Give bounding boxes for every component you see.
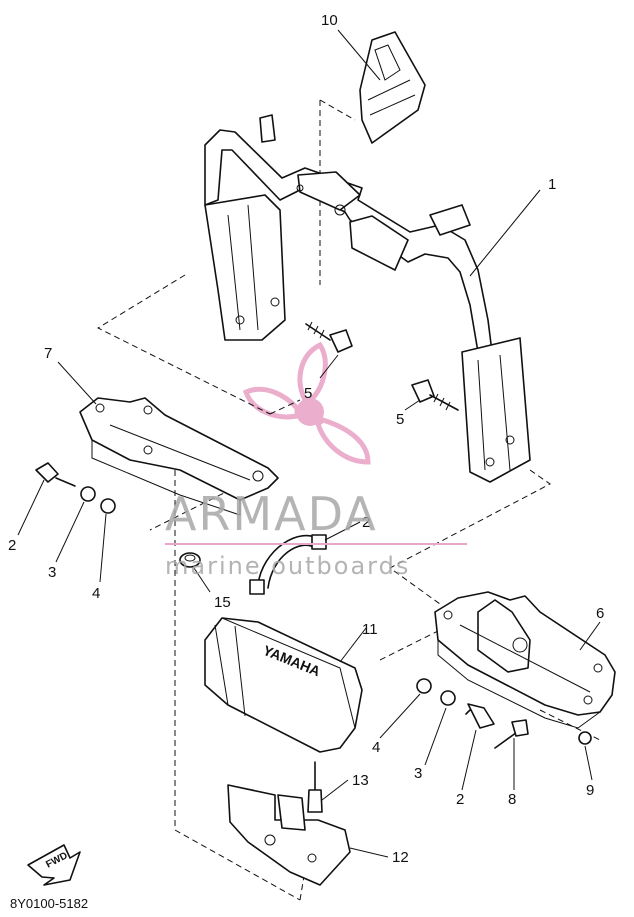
watermark-subtitle: marine outboards xyxy=(165,552,410,580)
callout-7: 7 xyxy=(44,345,52,362)
part-4-washer-right xyxy=(416,678,432,694)
callout-2-left: 2 xyxy=(8,537,16,554)
part-2-bolt-left xyxy=(35,462,76,487)
part-5-bolt-right xyxy=(411,379,459,411)
part-6-right-plate xyxy=(434,591,616,729)
callout-14: 15 xyxy=(214,594,231,611)
callout-3-right: 3 xyxy=(414,765,422,782)
part-11-battery: YAMAHA xyxy=(204,617,363,753)
part-4-washer-left xyxy=(100,498,116,514)
callout-8: 8 xyxy=(508,791,516,808)
part-12-battery-tray xyxy=(227,784,351,886)
callout-11: 11 xyxy=(362,621,378,638)
callout-4-left: 4 xyxy=(92,585,100,602)
part-9-washer xyxy=(578,731,592,745)
part-3-washer-left xyxy=(80,486,96,502)
part-2-bolt-right xyxy=(465,703,495,729)
part-14-grommet xyxy=(179,552,201,568)
diagram-code: 8Y0100-5182 xyxy=(10,896,88,911)
part-callouts: 10 1 7 5 5 2 3 4 15 2 6 11 4 3 2 8 9 13 … xyxy=(8,12,604,866)
callout-13: 13 xyxy=(352,772,369,789)
callout-4-right: 4 xyxy=(372,739,380,756)
callout-2-right: 2 xyxy=(456,791,464,808)
callout-12: 12 xyxy=(392,849,409,866)
callout-5-right: 5 xyxy=(396,411,404,428)
part-3-washer-right xyxy=(440,690,456,706)
callout-3-left: 3 xyxy=(48,564,56,581)
part-10-cover xyxy=(359,31,426,144)
callout-10: 10 xyxy=(321,12,338,29)
part-5-bolt-upper xyxy=(305,321,353,353)
watermark-title: ARMADA xyxy=(165,487,378,541)
part-1-bracket-frame xyxy=(204,114,531,483)
part-13-pin xyxy=(307,761,323,813)
leader-lines xyxy=(17,29,601,858)
callout-1: 1 xyxy=(548,176,556,193)
part-7-left-plate xyxy=(79,397,279,516)
part-8-screw xyxy=(494,719,529,749)
callout-6: 6 xyxy=(596,605,604,622)
callout-15: 2 xyxy=(362,514,370,531)
callout-9: 9 xyxy=(586,782,594,799)
callout-5-upper: 5 xyxy=(304,385,312,402)
watermark-propeller-icon xyxy=(242,341,371,465)
fwd-arrow-icon: FWD xyxy=(27,844,81,886)
